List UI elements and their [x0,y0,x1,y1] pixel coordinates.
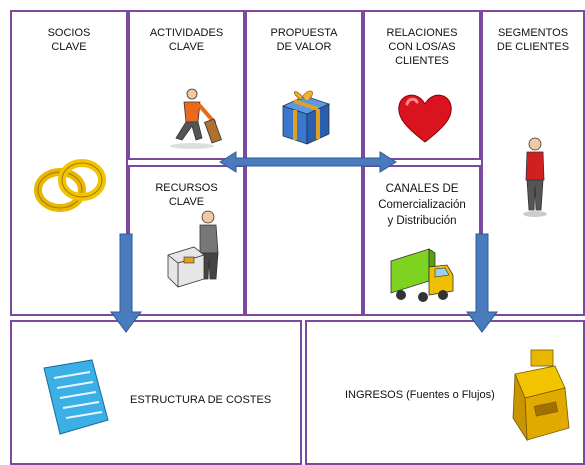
propuesta-de-valor-label: PROPUESTA DE VALOR [270,27,338,53]
block-estructura-costes: ESTRUCTURA DE COSTES [10,320,302,465]
block-socios-clave: SOCIOS CLAVE [10,10,128,316]
worker-icon [170,88,222,149]
ingresos-label: INGRESOS (Fuentes o Flujos) [345,389,495,401]
down-arrow-left [110,233,142,333]
estructura-costes-label: ESTRUCTURA DE COSTES [130,394,272,406]
person-with-machine-icon [167,210,219,288]
invoice-document-icon [43,359,109,435]
block-recursos-clave: RECURSOS CLAVE [128,165,245,316]
socios-clave-label: SOCIOS CLAVE [47,27,91,53]
actividades-clave-label: ACTIVIDADES CLAVE [149,27,224,53]
block-segmentos-clientes: SEGMENTOS DE CLIENTES [481,10,585,316]
double-headed-arrow [219,151,397,173]
block-canales: CANALES DE Comercialización y Distribuci… [363,165,481,316]
delivery-truck-icon [390,248,454,302]
block-relaciones-clientes: RELACIONES CON LOS/AS CLIENTES [363,10,481,160]
block-ingresos: INGRESOS (Fuentes o Flujos) [305,320,585,465]
relaciones-clientes-label: RELACIONES CON LOS/AS CLIENTES [386,27,458,67]
segmentos-clientes-label: SEGMENTOS DE CLIENTES [496,27,570,53]
down-arrow-right [466,233,498,333]
canales-label: CANALES DE Comercialización y Distribuci… [378,183,466,227]
block-actividades-clave: ACTIVIDADES CLAVE [128,10,245,160]
interlocked-rings-icon [34,159,106,212]
cash-register-icon [512,349,570,442]
customer-person-icon [523,137,547,217]
heart-icon [398,94,452,143]
recursos-clave-label: RECURSOS CLAVE [155,182,218,208]
gift-box-icon [281,90,331,145]
